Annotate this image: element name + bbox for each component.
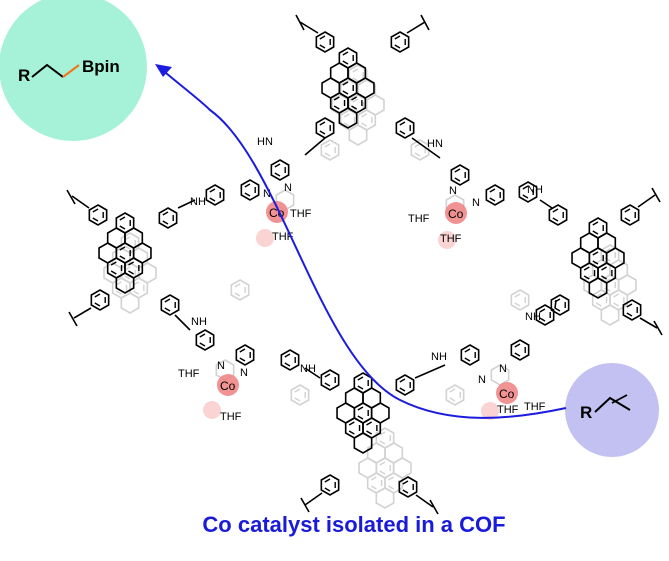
svg-text:THF: THF [290, 208, 312, 220]
svg-text:HN: HN [427, 138, 443, 150]
svg-text:THF: THF [408, 213, 430, 225]
svg-text:NH: NH [190, 196, 206, 208]
amine-labels: HN HN NH NH NH NH NH NH [190, 136, 543, 375]
svg-text:THF: THF [272, 231, 294, 243]
svg-text:Co: Co [220, 379, 236, 393]
svg-text:Co: Co [499, 387, 515, 401]
svg-text:N: N [472, 197, 480, 209]
svg-text:HN: HN [257, 136, 273, 148]
figure-caption: Co catalyst isolated in a COF [202, 512, 505, 537]
svg-text:THF: THF [178, 368, 200, 380]
svg-text:NH: NH [431, 351, 447, 363]
reaction-arrow [155, 64, 567, 419]
svg-text:NH: NH [300, 363, 316, 375]
svg-text:N: N [449, 185, 457, 197]
cobalt-center-top-left: Co THF THF N N [256, 182, 312, 247]
svg-text:N: N [499, 363, 507, 375]
svg-text:THF: THF [440, 233, 462, 245]
svg-text:N: N [263, 188, 271, 200]
svg-text:Co: Co [448, 207, 464, 221]
svg-text:THF: THF [524, 401, 546, 413]
substrate-alkene: R [565, 363, 659, 457]
linker-bottom-right [414, 299, 557, 379]
svg-text:N: N [478, 374, 486, 386]
arrow-head-icon [155, 64, 172, 77]
cobalt-center-bottom-right: Co THF THF N N [478, 363, 546, 420]
linker-top-left [177, 137, 326, 209]
cof-node-left [66, 189, 180, 327]
svg-text:N: N [217, 360, 225, 372]
svg-text:R: R [18, 66, 30, 85]
svg-text:N: N [240, 367, 248, 379]
svg-text:N: N [284, 182, 292, 194]
linker-top-right [411, 137, 553, 209]
cobalt-center-bottom-left: Co THF THF N N [178, 360, 248, 423]
svg-text:Bpin: Bpin [82, 57, 120, 76]
cof-node-top [295, 14, 430, 139]
cof-node-right [548, 187, 663, 336]
cof-node-bottom [300, 369, 439, 515]
svg-text:R: R [580, 403, 592, 422]
svg-text:NH: NH [525, 311, 541, 323]
svg-text:THF: THF [497, 404, 519, 416]
product-alkylboronate: R Bpin [0, 0, 147, 141]
svg-text:NH: NH [527, 184, 543, 196]
stacked-layer-ghost [104, 65, 636, 508]
linker-bottom-left [174, 314, 321, 379]
svg-text:NH: NH [191, 316, 207, 328]
cobalt-center-top-right: Co THF THF N N [408, 185, 480, 249]
svg-text:THF: THF [220, 411, 242, 423]
